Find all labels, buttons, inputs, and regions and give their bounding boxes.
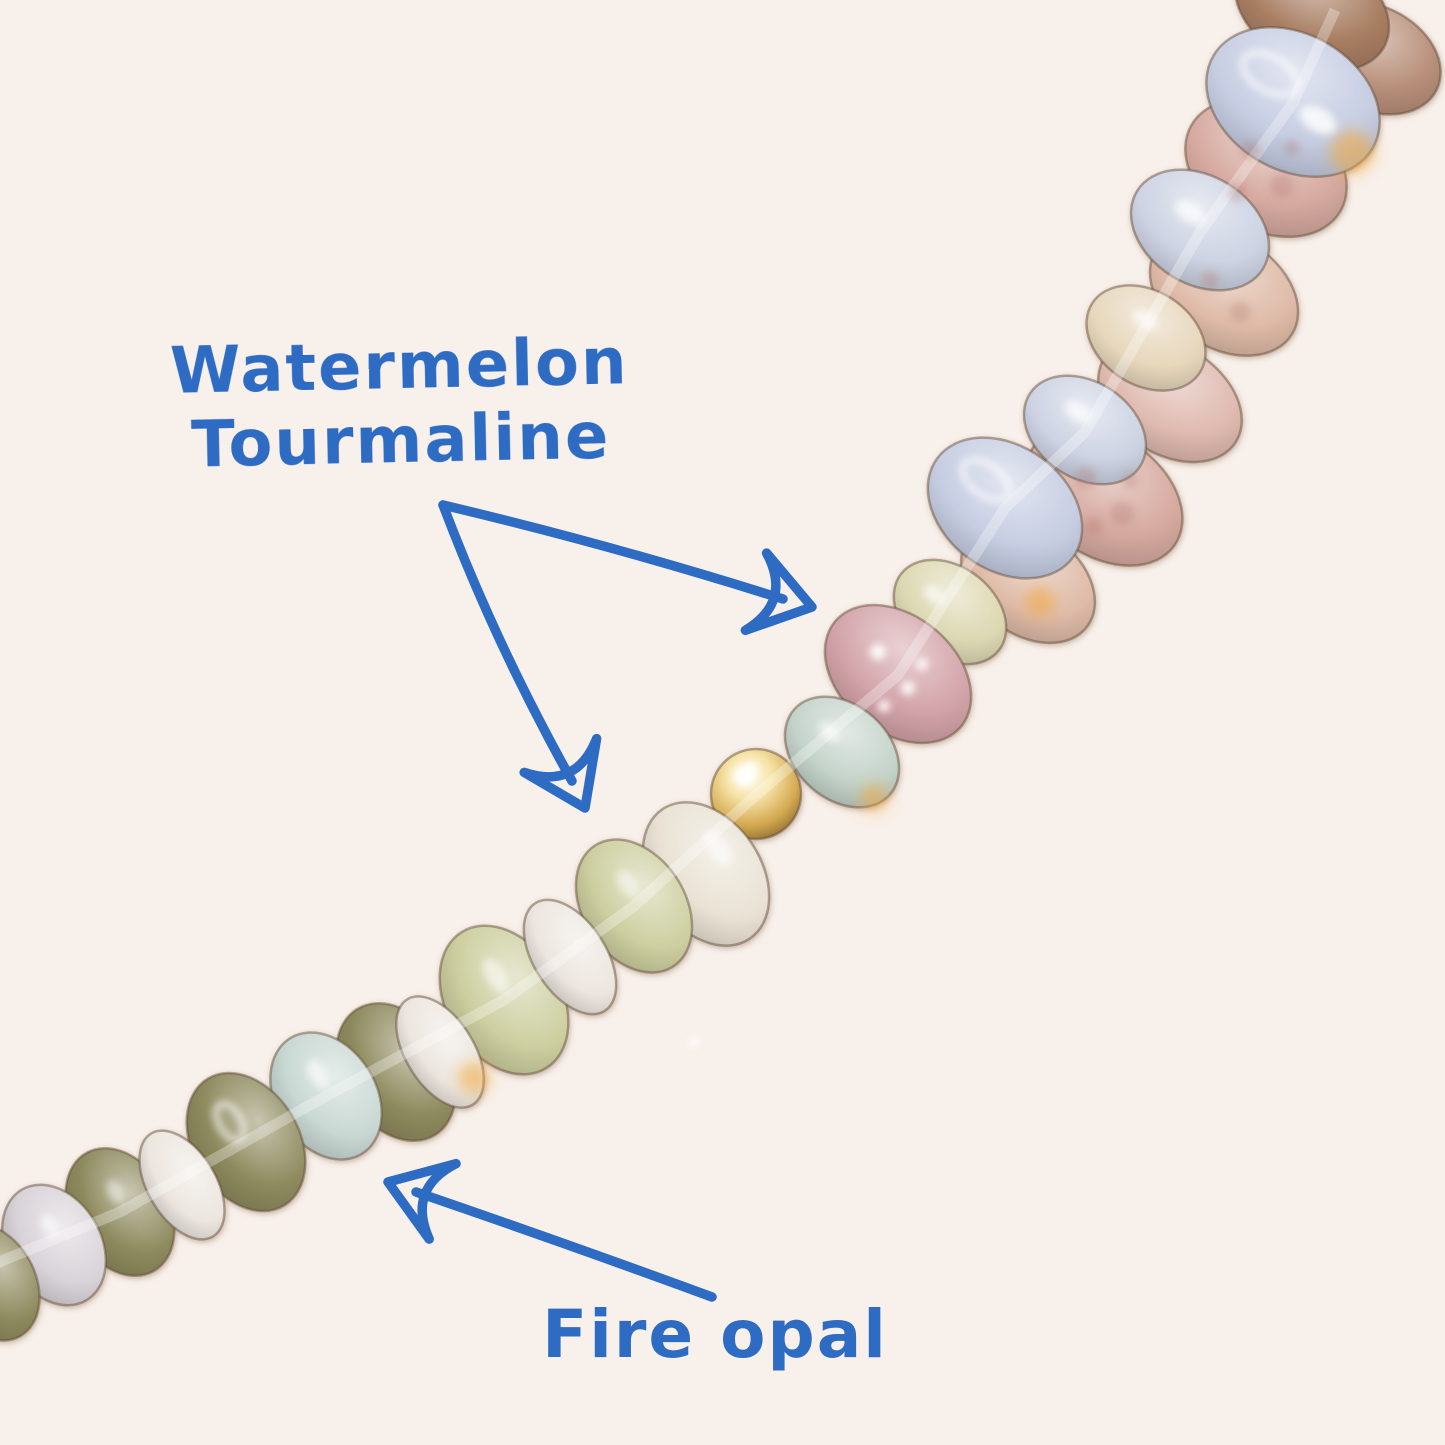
label-watermelon-tourmaline: Watermelon Tourmaline bbox=[114, 324, 687, 484]
arrow-to-fire-opal bbox=[383, 1158, 717, 1302]
arrow-to-tourmaline-upper-shaft bbox=[438, 500, 788, 604]
bead-aqua bbox=[783, 695, 901, 809]
label-fire-opal: Fire opal bbox=[542, 1296, 888, 1373]
bead-strand bbox=[0, 0, 1442, 1342]
arrow-to-tourmaline-lower-head bbox=[519, 733, 602, 813]
arrow-to-fire-opal-head bbox=[383, 1158, 461, 1244]
label-watermelon-line2: Tourmaline bbox=[190, 399, 611, 483]
arrow-to-tourmaline-upper-head bbox=[740, 548, 817, 636]
amber-glows bbox=[458, 130, 1374, 1094]
bead-whiteDisc bbox=[138, 1129, 226, 1241]
annotation-arrows bbox=[383, 500, 817, 1302]
arrow-to-tourmaline-lower-shaft bbox=[438, 500, 577, 786]
arrow-to-fire-opal-shaft bbox=[411, 1187, 717, 1302]
highlights bbox=[40, 50, 1337, 1238]
bead-freckles bbox=[1074, 140, 1300, 535]
arrow-to-tourmaline-lower bbox=[438, 500, 602, 813]
label-watermelon-line1: Watermelon bbox=[169, 325, 630, 409]
arrow-to-tourmaline-upper bbox=[438, 500, 817, 636]
